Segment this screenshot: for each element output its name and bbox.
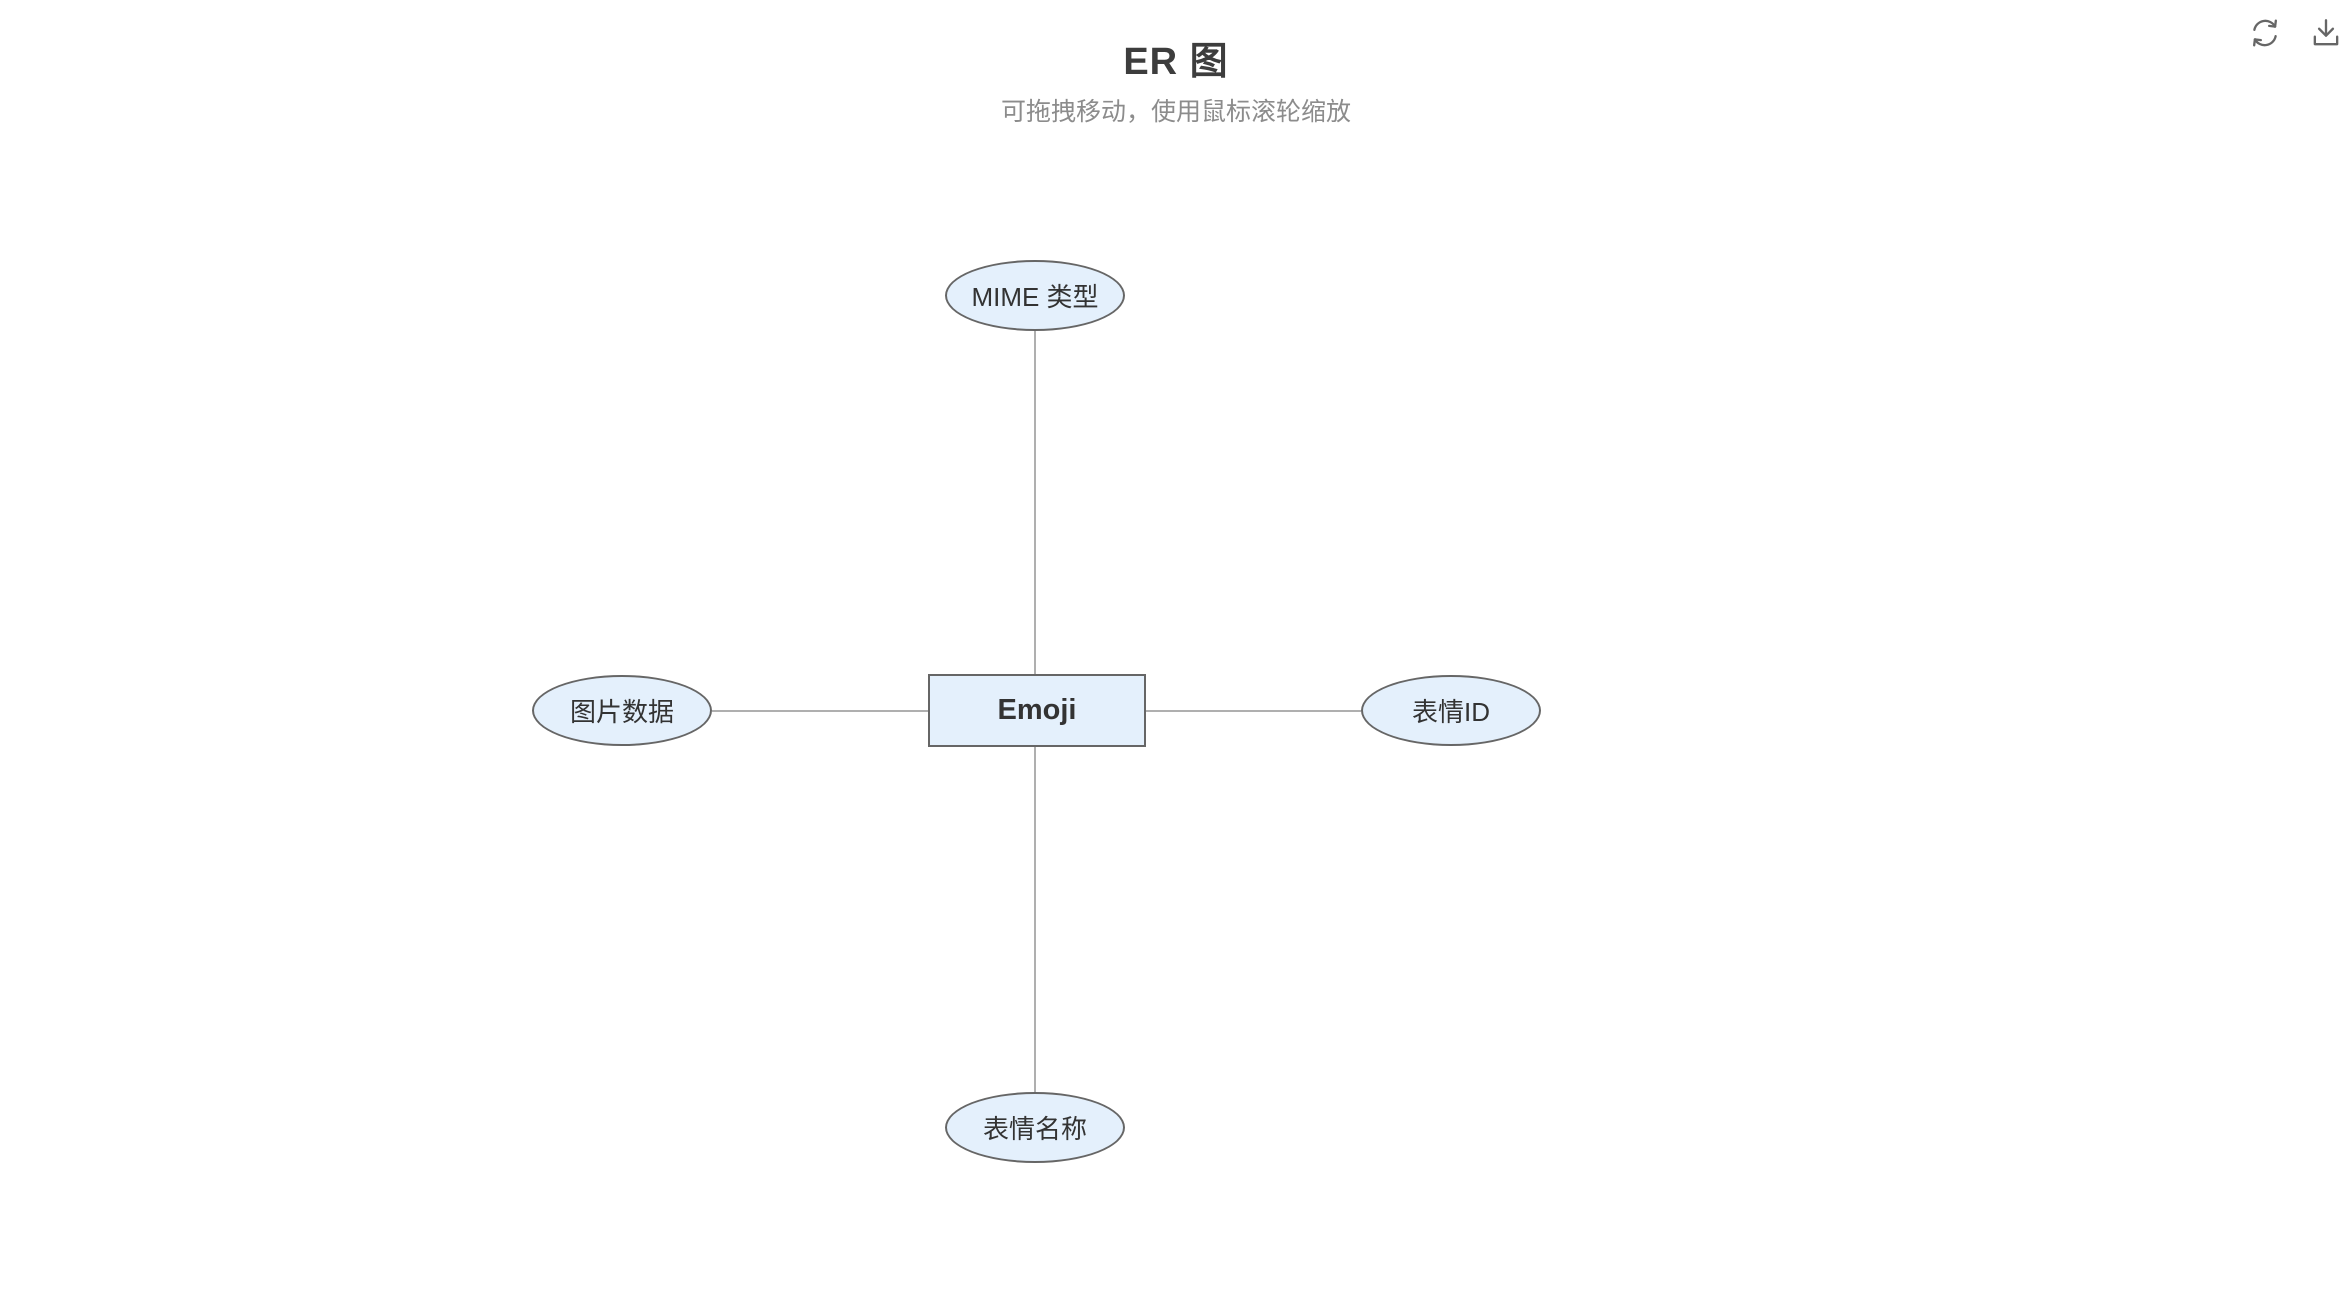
attribute-label: 表情名称 [982,1114,1087,1144]
refresh-icon [2248,16,2282,50]
attribute-label: MIME 类型 [971,282,1099,312]
attribute-node-mime-type[interactable]: MIME 类型 [945,260,1125,331]
attribute-node-image-data[interactable]: 图片数据 [532,675,712,746]
attribute-label: 表情ID [1411,697,1490,727]
page-subtitle: 可拖拽移动，使用鼠标滚轮缩放 [1000,98,1351,126]
edge-entity-to-mime-type [1034,331,1036,674]
entity-label: Emoji [997,694,1077,726]
edge-entity-to-emoji-name [1034,747,1036,1093]
download-button[interactable] [2309,16,2343,50]
page-title: ER 图 [1123,41,1229,83]
edge-entity-to-image-data [712,710,928,712]
attribute-node-emoji-id[interactable]: 表情ID [1361,675,1541,746]
attribute-node-emoji-name[interactable]: 表情名称 [945,1092,1125,1163]
toolbar [2248,16,2343,50]
download-icon [2309,16,2343,50]
attribute-label: 图片数据 [569,697,674,727]
edge-entity-to-emoji-id [1146,710,1361,712]
refresh-button[interactable] [2248,16,2282,50]
entity-node-emoji[interactable]: Emoji [928,674,1146,747]
